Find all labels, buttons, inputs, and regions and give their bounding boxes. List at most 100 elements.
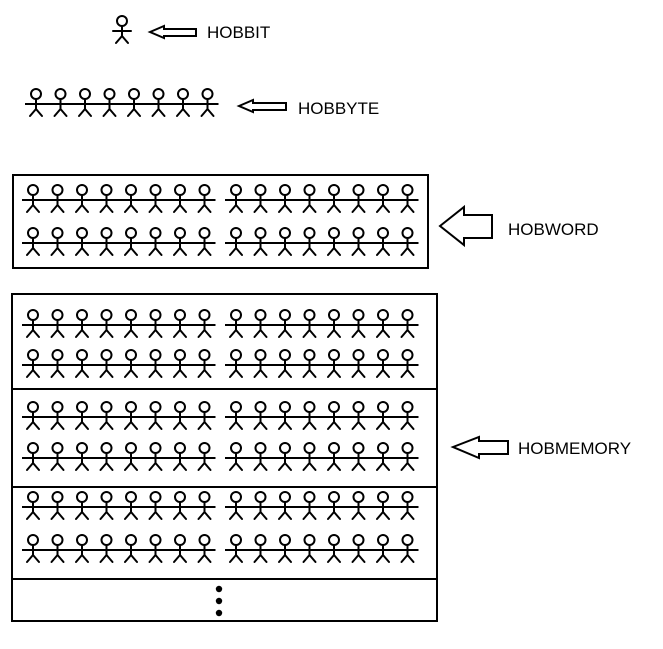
stick-figure-icon bbox=[250, 534, 271, 563]
stick-figure-icon bbox=[348, 184, 369, 213]
stick-figure-icon bbox=[348, 349, 369, 378]
stick-figure-icon bbox=[72, 349, 92, 378]
stick-figure-icon bbox=[145, 401, 166, 430]
stick-figure-icon bbox=[23, 534, 43, 563]
stick-figure-icon bbox=[121, 349, 141, 378]
stick-figure-icon bbox=[145, 491, 166, 520]
stick-figure-icon bbox=[72, 401, 92, 430]
stick-figure-icon bbox=[348, 442, 369, 471]
hobmemory-box bbox=[11, 293, 438, 622]
stick-figure-icon bbox=[226, 349, 246, 378]
stick-figure-icon bbox=[275, 401, 295, 430]
stick-figure-icon bbox=[99, 88, 120, 117]
stick-figure-icon bbox=[197, 88, 218, 117]
stick-figure-icon bbox=[373, 442, 393, 471]
stick-figure-icon bbox=[373, 309, 393, 338]
stick-figure-icon bbox=[275, 227, 295, 256]
stick-figure-icon bbox=[26, 88, 46, 117]
stick-figure-icon bbox=[275, 534, 295, 563]
stick-figure-icon bbox=[170, 227, 190, 256]
stick-figure-icon bbox=[373, 227, 393, 256]
stick-figure-icon bbox=[348, 227, 369, 256]
stick-figure-icon bbox=[121, 227, 141, 256]
stick-figure-icon bbox=[299, 349, 320, 378]
stick-figure-icon bbox=[170, 184, 190, 213]
stick-figure-icon bbox=[23, 184, 43, 213]
stick-figure-icon bbox=[194, 442, 215, 471]
stick-figure-icon bbox=[194, 491, 215, 520]
stick-figure-icon bbox=[397, 227, 418, 256]
stick-figure-icon bbox=[348, 491, 369, 520]
stick-figure-icon bbox=[324, 401, 344, 430]
stick-figure-icon bbox=[121, 534, 141, 563]
stick-figure-icon bbox=[96, 401, 117, 430]
stick-figure-icon bbox=[50, 88, 71, 117]
stick-figure-icon bbox=[170, 309, 190, 338]
stick-figure-icon bbox=[324, 309, 344, 338]
stick-figure-icon bbox=[397, 491, 418, 520]
stick-figure-icon bbox=[145, 349, 166, 378]
left-arrow-icon bbox=[147, 24, 197, 40]
stick-figure-icon bbox=[148, 88, 169, 117]
stick-figure-icon bbox=[47, 184, 68, 213]
stick-figure-icon bbox=[373, 401, 393, 430]
stick-figure-icon bbox=[275, 309, 295, 338]
stick-figure-icon bbox=[226, 401, 246, 430]
stick-figure-icon bbox=[275, 349, 295, 378]
stick-figure-icon bbox=[324, 227, 344, 256]
stick-figure-icon bbox=[324, 491, 344, 520]
hobbit-label: HOBBIT bbox=[207, 23, 270, 42]
stick-figure-icon bbox=[170, 349, 190, 378]
left-arrow-icon bbox=[438, 204, 493, 248]
stick-figure-icon bbox=[23, 349, 43, 378]
stick-figure-icon bbox=[47, 349, 68, 378]
stick-figure-icon bbox=[397, 309, 418, 338]
stick-figure-icon bbox=[275, 442, 295, 471]
left-arrow-icon bbox=[236, 98, 287, 114]
stick-figure-icon bbox=[194, 349, 215, 378]
stick-figure-icon bbox=[96, 184, 117, 213]
left-arrow-icon bbox=[450, 435, 509, 460]
stick-figure-icon bbox=[226, 491, 246, 520]
stick-figure-icon bbox=[96, 349, 117, 378]
stick-figure-icon bbox=[47, 309, 68, 338]
stick-figure-icon bbox=[299, 491, 320, 520]
stick-figure-icon bbox=[47, 401, 68, 430]
stick-figure-icon bbox=[226, 442, 246, 471]
stick-figure-icon bbox=[373, 184, 393, 213]
stick-figure-icon bbox=[121, 184, 141, 213]
stick-figure-icon bbox=[145, 309, 166, 338]
stick-figure-icon bbox=[194, 227, 215, 256]
stick-figure-icon bbox=[72, 227, 92, 256]
vertical-ellipsis-icon bbox=[215, 585, 223, 617]
stick-figure-icon bbox=[96, 534, 117, 563]
stick-figure-icon bbox=[194, 401, 215, 430]
stick-figure-icon bbox=[194, 309, 215, 338]
stick-figure-icon bbox=[47, 534, 68, 563]
hobmemory-label: HOBMEMORY bbox=[518, 439, 631, 458]
stick-figure-icon bbox=[112, 15, 132, 44]
stick-figure-icon bbox=[23, 401, 43, 430]
stick-figure-icon bbox=[194, 534, 215, 563]
stick-figure-icon bbox=[124, 88, 144, 117]
stick-figure-icon bbox=[23, 491, 43, 520]
stick-figure-icon bbox=[397, 442, 418, 471]
stick-figure-icon bbox=[47, 227, 68, 256]
stick-figure-icon bbox=[299, 184, 320, 213]
stick-figure-icon bbox=[397, 349, 418, 378]
stick-figure-icon bbox=[194, 184, 215, 213]
stick-figure-icon bbox=[275, 184, 295, 213]
stick-figure-icon bbox=[324, 349, 344, 378]
stick-figure-icon bbox=[324, 184, 344, 213]
stick-figure-icon bbox=[250, 491, 271, 520]
stick-figure-icon bbox=[47, 491, 68, 520]
stick-figure-icon bbox=[348, 401, 369, 430]
stick-figure-icon bbox=[170, 534, 190, 563]
stick-figure-icon bbox=[96, 227, 117, 256]
stick-figure-icon bbox=[226, 184, 246, 213]
stick-figure-icon bbox=[397, 534, 418, 563]
stick-figure-icon bbox=[121, 401, 141, 430]
stick-figure-icon bbox=[121, 309, 141, 338]
stick-figure-icon bbox=[72, 184, 92, 213]
stick-figure-icon bbox=[348, 309, 369, 338]
